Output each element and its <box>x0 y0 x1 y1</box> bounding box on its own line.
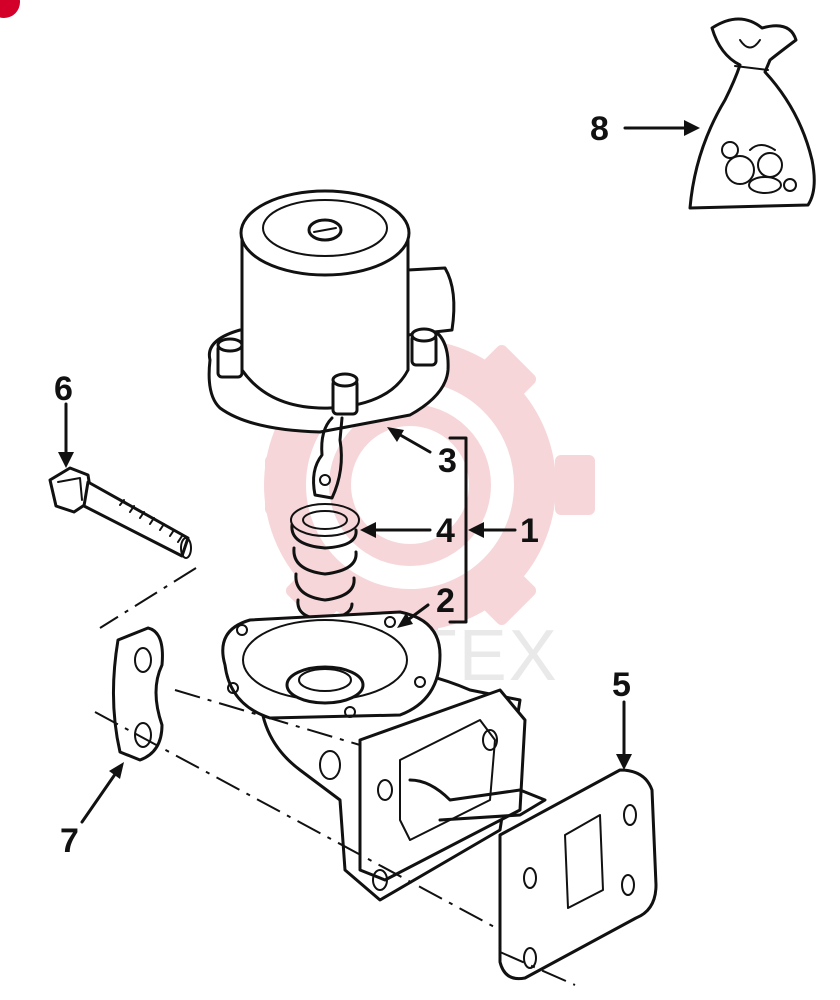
fuel-pump-body-icon <box>221 610 547 902</box>
leader-lines <box>58 120 700 824</box>
corner-mark <box>0 0 20 18</box>
callout-1: 1 <box>520 512 539 550</box>
bolt-axis-line <box>99 567 197 629</box>
spacer-plate-icon <box>111 626 164 762</box>
callout-2: 2 <box>436 582 455 620</box>
callout-6: 6 <box>54 370 73 408</box>
callout-7: 7 <box>60 822 79 860</box>
spring-icon <box>290 503 360 622</box>
repair-kit-bag-icon <box>688 17 816 210</box>
callout-4: 4 <box>436 512 455 550</box>
pump-cover-icon <box>207 189 456 500</box>
axis-line-lower <box>94 711 501 931</box>
axis-line-upper <box>174 689 361 746</box>
flange-gasket-icon <box>498 768 658 981</box>
callout-8: 8 <box>590 110 609 148</box>
bolt-icon <box>48 466 192 559</box>
axis-line-bottom <box>499 951 576 986</box>
callout-3: 3 <box>438 442 457 480</box>
callout-5: 5 <box>612 666 631 704</box>
